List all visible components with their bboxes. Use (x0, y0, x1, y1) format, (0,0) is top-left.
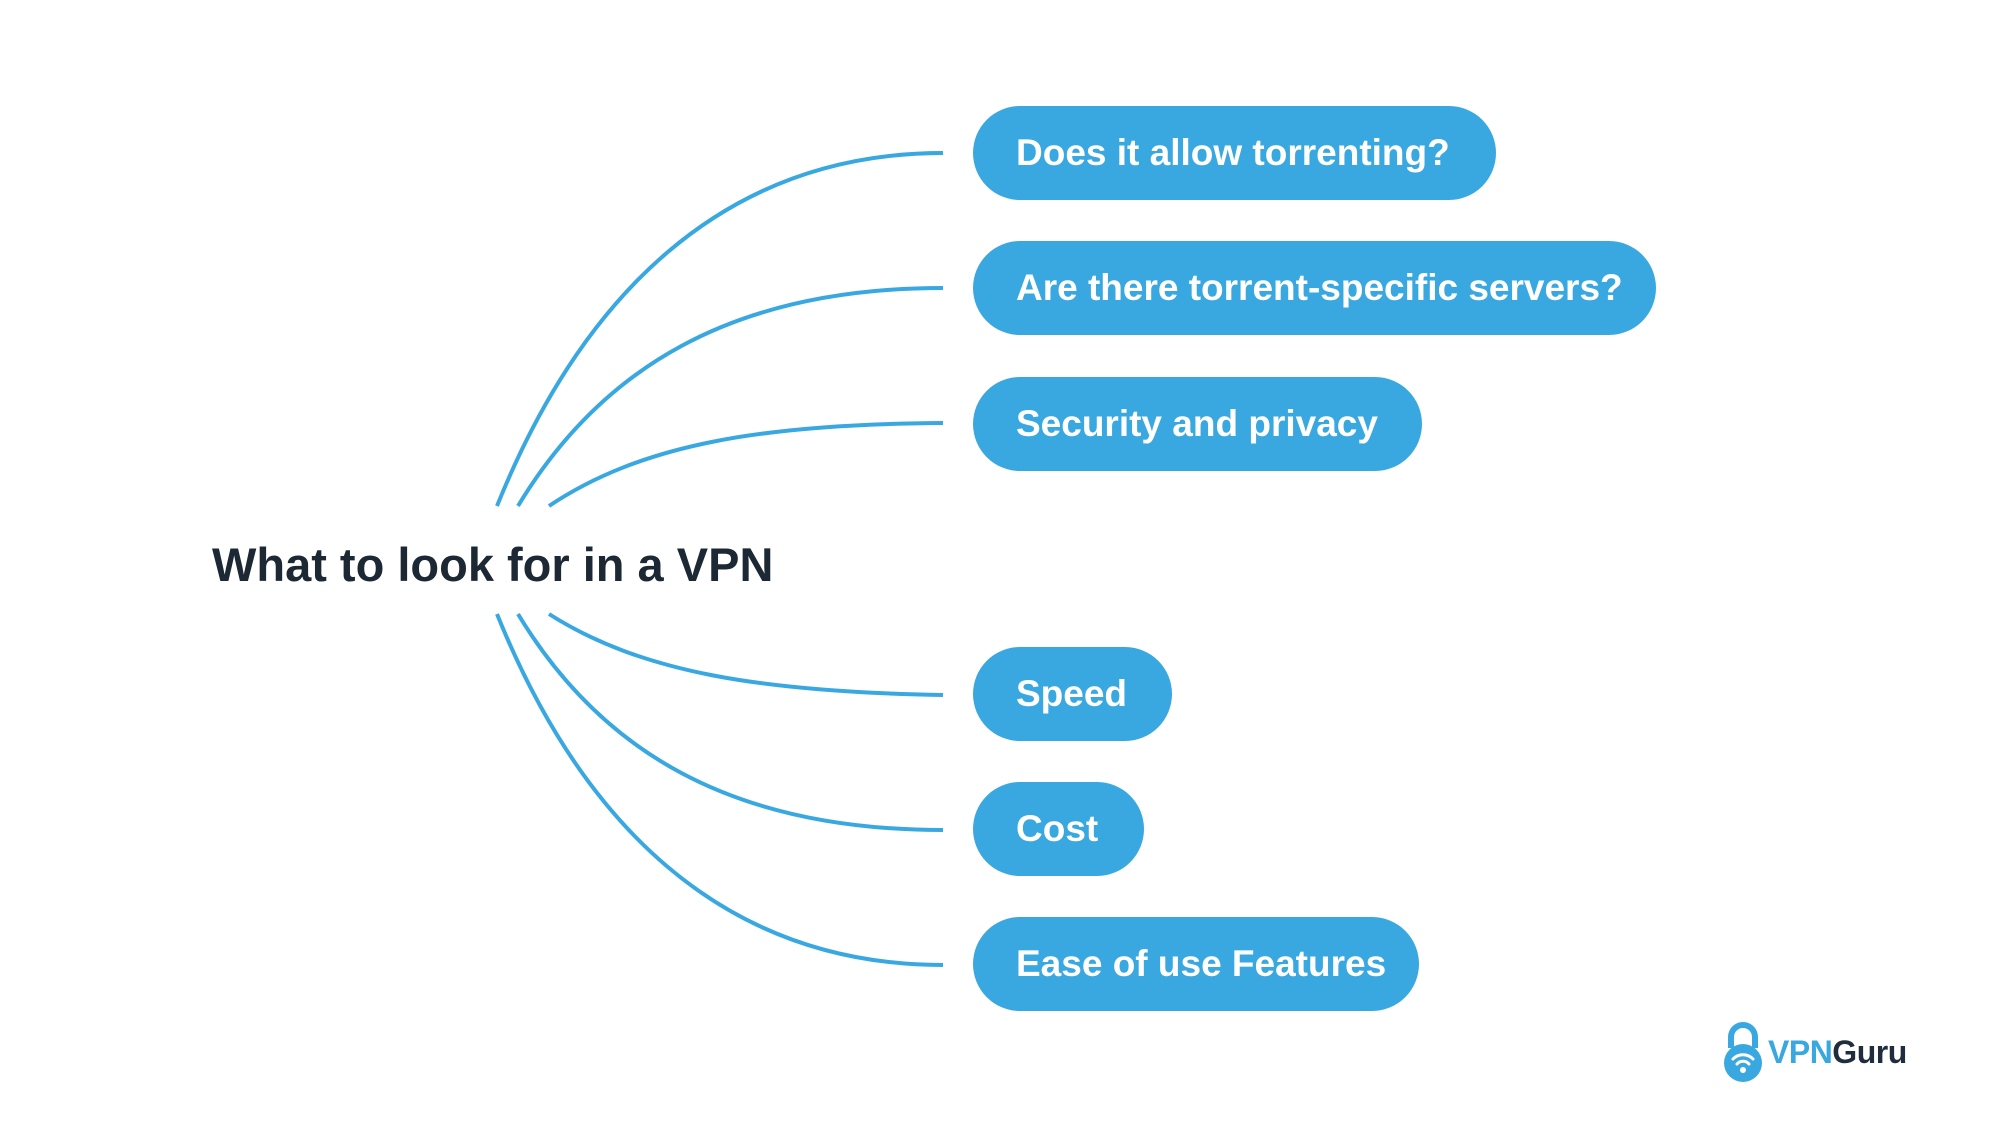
diagram-title: What to look for in a VPN (212, 538, 774, 591)
connector-line-cost (516, 612, 944, 832)
padlock-wifi-icon (1724, 1022, 1762, 1082)
item-ease-of-use: Ease of use Features (973, 917, 1419, 1011)
logo-text-guru: Guru (1832, 1033, 1907, 1070)
connector-line-ease (495, 613, 944, 967)
connector-line-security (547, 421, 944, 508)
connector-line-speed (547, 612, 944, 697)
vpnguru-logo: VPNGuru (1722, 1020, 1907, 1084)
item-speed: Speed (973, 647, 1172, 741)
connector-line-torrent-servers (516, 286, 944, 508)
item-torrenting: Does it allow torrenting? (973, 106, 1496, 200)
logo-wordmark: VPNGuru (1768, 1034, 1907, 1071)
logo-text-vpn: VPN (1768, 1033, 1833, 1070)
item-security-privacy: Security and privacy (973, 377, 1422, 471)
connector-line-torrenting (495, 151, 944, 507)
item-cost: Cost (973, 782, 1144, 876)
item-torrent-specific-servers: Are there torrent-specific servers? (973, 241, 1656, 335)
